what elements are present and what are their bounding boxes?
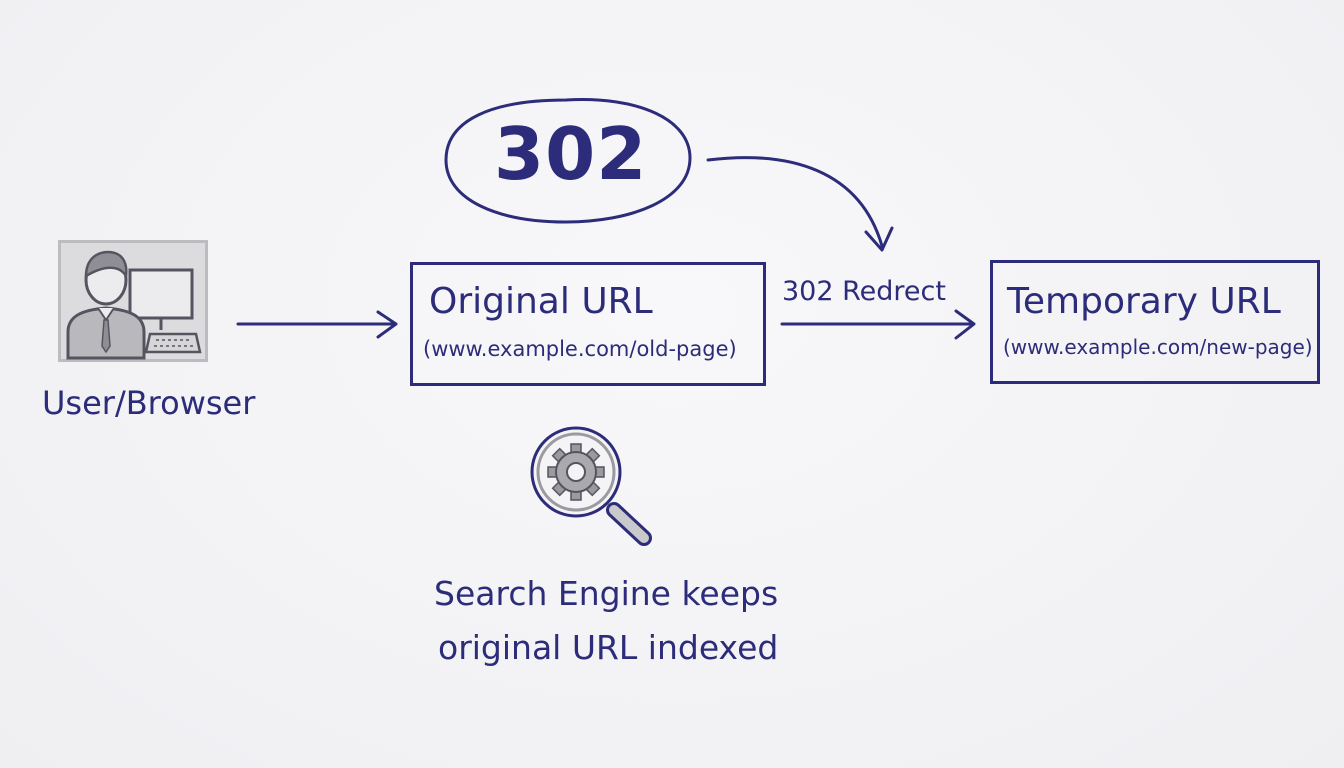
badge-ellipse xyxy=(444,98,692,224)
user-browser-label: User/Browser xyxy=(42,384,256,422)
redirect-arrowhead xyxy=(954,309,976,340)
original-url-path: (www.example.com/old-page) xyxy=(423,337,737,361)
curved-arrow xyxy=(706,156,884,248)
redirect-label: 302 Redrect xyxy=(782,276,946,307)
temporary-url-path: (www.example.com/new-page) xyxy=(1003,335,1313,359)
status-code-badge: 302 xyxy=(494,112,648,196)
original-url-title: Original URL xyxy=(429,281,653,322)
temporary-url-box: Temporary URL (www.example.com/new-page) xyxy=(990,260,1320,384)
magnifier-gear-icon xyxy=(530,426,652,546)
user-at-computer-icon xyxy=(58,240,208,362)
original-url-box: Original URL (www.example.com/old-page) xyxy=(410,262,766,386)
user-to-original-arrowhead xyxy=(376,310,398,339)
search-engine-caption-line2: original URL indexed xyxy=(438,628,779,667)
search-engine-caption-line1: Search Engine keeps xyxy=(434,574,779,613)
temporary-url-title: Temporary URL xyxy=(1007,281,1281,322)
curved-arrowhead xyxy=(864,226,894,252)
